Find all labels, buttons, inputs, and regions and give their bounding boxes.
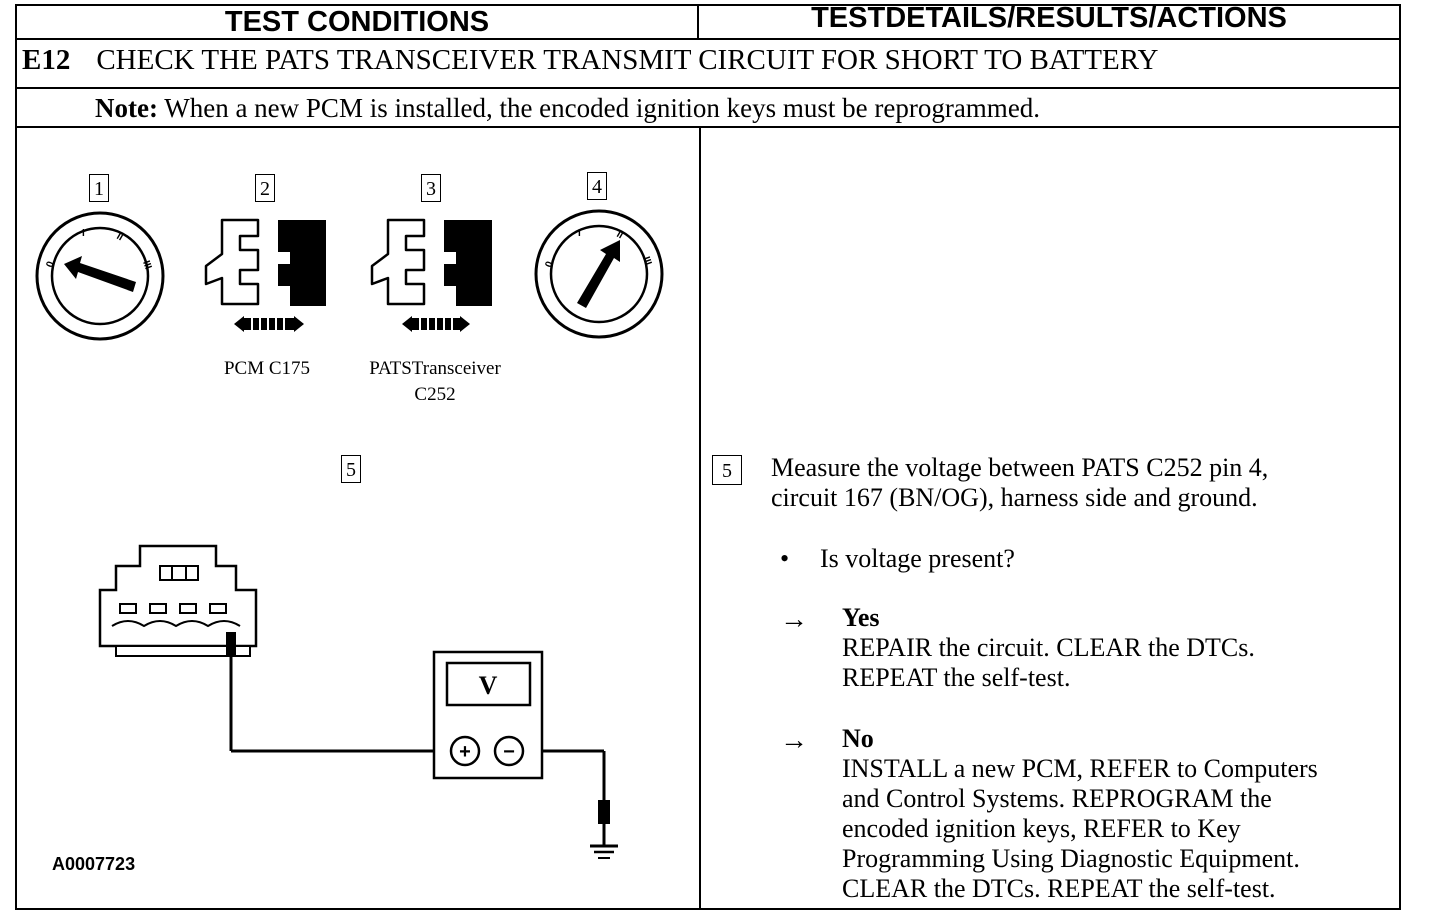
header-column-divider <box>697 4 699 38</box>
plus-terminal-label: + <box>459 741 471 763</box>
ignition-switch-run-icon: 0 I II III <box>534 209 664 339</box>
note-row: Note: When a new PCM is installed, the e… <box>95 93 1040 124</box>
svg-text:II: II <box>615 229 626 241</box>
details-step-number: 5 <box>712 455 742 485</box>
svg-text:I: I <box>578 228 581 239</box>
instruction-line-2: circuit 167 (BN/OG), harness side and gr… <box>771 483 1258 512</box>
note-label: Note: <box>95 93 158 123</box>
no-arrow-icon: → <box>780 725 808 756</box>
caption-transceiver-line2: C252 <box>414 384 456 405</box>
measure-instruction: Measure the voltage between PATS C252 pi… <box>771 453 1268 513</box>
connector-disconnect-icon-transceiver <box>370 218 492 332</box>
header-test-conditions: TEST CONDITIONS <box>224 6 490 38</box>
harness-connector-icon <box>98 544 258 657</box>
question-text: Is voltage present? <box>820 544 1015 573</box>
yes-arrow-icon: → <box>780 604 808 635</box>
yes-line-1: REPAIR the circuit. CLEAR the DTCs. <box>842 633 1255 662</box>
body-column-divider <box>699 126 701 910</box>
no-line-1: INSTALL a new PCM, REFER to Computers <box>842 754 1318 783</box>
table-frame <box>15 4 1401 910</box>
instruction-line-1: Measure the voltage between PATS C252 pi… <box>771 453 1269 482</box>
svg-text:I: I <box>82 228 85 239</box>
note-divider <box>15 126 1401 128</box>
header-test-details: TESTDETAILS/RESULTS/ACTIONS <box>811 2 1287 34</box>
yes-label: Yes <box>842 603 880 632</box>
svg-text:II: II <box>115 231 126 243</box>
svg-text:III: III <box>640 255 653 267</box>
no-line-3: encoded ignition keys, REFER to Key <box>842 814 1241 843</box>
svg-text:0: 0 <box>44 260 56 269</box>
step-title-row: E12 CHECK THE PATS TRANSCEIVER TRANSMIT C… <box>22 44 1158 77</box>
figure-number-3: 3 <box>421 174 441 202</box>
ground-symbol-icon <box>590 844 618 859</box>
figure-id: A0007723 <box>52 854 136 874</box>
no-line-2: and Control Systems. REPROGRAM the <box>842 784 1272 813</box>
yes-outcome: Yes REPAIR the circuit. CLEAR the DTCs. … <box>842 603 1255 693</box>
bullet-icon: • <box>780 544 790 573</box>
ignition-switch-off-icon: 0 I II III <box>35 211 165 341</box>
no-line-4: Programming Using Diagnostic Equipment. <box>842 844 1300 873</box>
no-line-5: CLEAR the DTCs. REPEAT the self-test. <box>842 874 1276 903</box>
step-title: CHECK THE PATS TRANSCEIVER TRANSMIT CIRC… <box>96 44 1159 76</box>
test-lead-wires <box>226 632 610 846</box>
caption-pcm-c175: PCM C175 <box>223 358 311 379</box>
voltmeter-icon: V + − <box>432 650 544 780</box>
svg-text:0: 0 <box>543 260 555 269</box>
figure-number-2: 2 <box>255 174 275 202</box>
connector-disconnect-icon-pcm <box>204 218 326 332</box>
figure-number-4: 4 <box>587 172 607 200</box>
no-outcome: No INSTALL a new PCM, REFER to Computers… <box>842 724 1318 904</box>
caption-transceiver-line1: PATSTransceiver <box>369 358 501 379</box>
voltmeter-display-label: V <box>479 671 498 700</box>
figure-number-5: 5 <box>341 455 361 483</box>
caption-transceiver: PATSTransceiver C252 <box>345 356 525 408</box>
note-text: When a new PCM is installed, the encoded… <box>164 93 1041 123</box>
header-divider <box>15 38 1401 40</box>
svg-text:III: III <box>140 259 153 271</box>
question-row: • Is voltage present? <box>780 544 1015 574</box>
step-code: E12 <box>22 44 71 76</box>
minus-terminal-label: − <box>503 741 515 763</box>
title-divider <box>15 87 1401 89</box>
figure-number-1: 1 <box>89 174 109 202</box>
yes-line-2: REPEAT the self-test. <box>842 663 1071 692</box>
no-label: No <box>842 724 874 753</box>
